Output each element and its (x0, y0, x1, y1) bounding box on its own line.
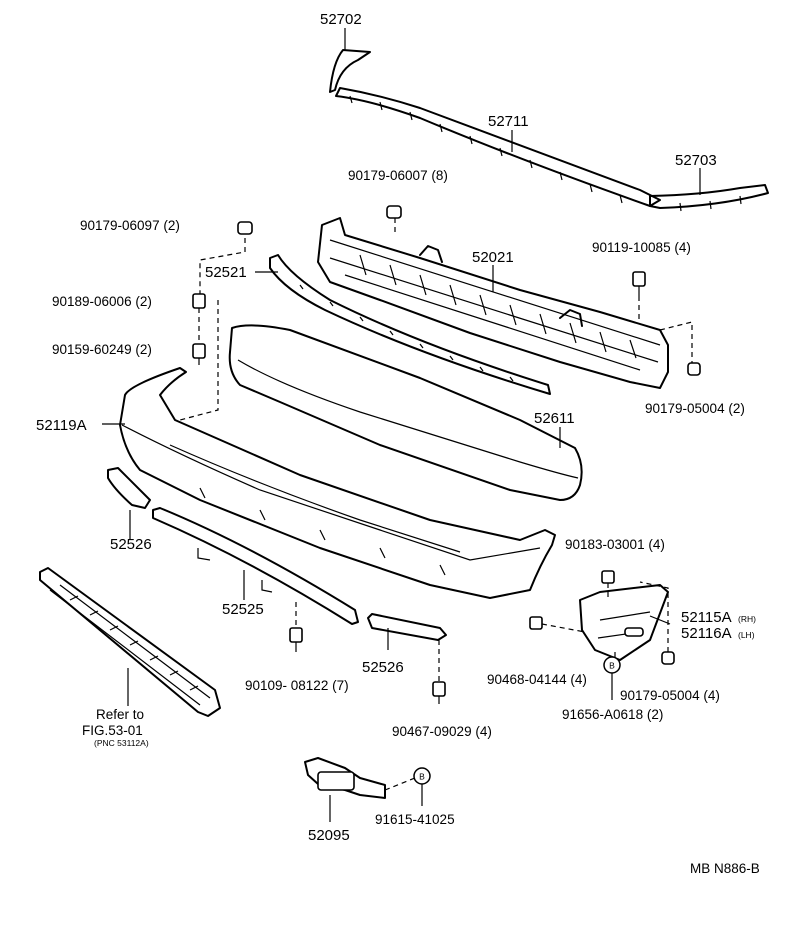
label-90179-06007: 90179-06007 (8) (348, 168, 448, 183)
label-91656-A0618: 91656-A0618 (2) (562, 707, 663, 722)
marker-b-circle-2: B (413, 767, 431, 785)
label-52526-left: 52526 (110, 536, 152, 553)
fastener-90179-05004-a (687, 362, 701, 376)
label-90109-08122: 90109- 08122 (7) (245, 678, 349, 693)
label-52116A-side: (LH) (738, 630, 755, 640)
molding-52702 (329, 49, 371, 93)
label-90183-03001: 90183-03001 (4) (565, 537, 665, 552)
grille-53112A (39, 567, 221, 717)
retainer-52521 (269, 254, 551, 395)
svg-text:B: B (609, 661, 615, 671)
label-90119-10085: 90119-10085 (4) (592, 240, 691, 255)
label-90468-04144: 90468-04144 (4) (487, 672, 587, 687)
fastener-90467-09029 (432, 681, 446, 704)
label-90189-06006: 90189-06006 (2) (52, 294, 152, 309)
refer-line-3: (PNC 53112A) (94, 738, 149, 748)
label-52525: 52525 (222, 601, 264, 618)
label-52521: 52521 (205, 264, 247, 281)
absorber-52611 (228, 324, 583, 501)
bracket-52115A (579, 584, 669, 661)
fastener-90179-06007 (386, 205, 402, 219)
fastener-90468-04144 (529, 616, 543, 630)
extension-52526-left (107, 467, 151, 509)
label-90467-09029: 90467-09029 (4) (392, 724, 492, 739)
label-52711: 52711 (488, 113, 529, 130)
molding-52703 (649, 184, 769, 212)
label-52116A: 52116A (681, 625, 732, 642)
label-91615-41025: 91615-41025 (375, 812, 455, 827)
fastener-90179-06097 (237, 221, 253, 235)
label-90179-05004-b: 90179-05004 (4) (620, 688, 720, 703)
molding-52711 (335, 87, 661, 207)
label-52021: 52021 (472, 249, 514, 266)
label-52702: 52702 (320, 11, 362, 28)
fastener-90183-03001 (601, 570, 615, 584)
marker-b-circle-1: B (603, 656, 621, 674)
fastener-90119-10085 (632, 271, 646, 296)
refer-line-1: Refer to (96, 707, 144, 722)
reinforcement-52021 (317, 217, 669, 389)
drawing-code: MB N886-B (690, 861, 760, 876)
fastener-90159-60249 (192, 343, 206, 365)
label-90179-06097: 90179-06097 (2) (80, 218, 180, 233)
label-52095: 52095 (308, 827, 350, 844)
fastener-90179-05004-b (661, 651, 675, 665)
label-52115A: 52115A (681, 609, 732, 626)
strip-52525 (152, 507, 359, 625)
label-52703: 52703 (675, 152, 717, 169)
fastener-90189-06006 (192, 293, 206, 309)
refer-line-2: FIG.53-01 (82, 723, 143, 738)
label-52115A-side: (RH) (738, 614, 756, 624)
part-52095 (304, 757, 386, 799)
bumper-cover-52119A (119, 367, 556, 599)
label-90179-05004-a: 90179-05004 (2) (645, 401, 745, 416)
label-90159-60249: 90159-60249 (2) (52, 342, 152, 357)
extension-52526-right (367, 613, 447, 641)
svg-text:B: B (419, 772, 425, 782)
label-52611: 52611 (534, 410, 575, 427)
fastener-90109-08122 (289, 627, 303, 652)
label-52526-right: 52526 (362, 659, 404, 676)
label-52119A: 52119A (36, 417, 87, 434)
